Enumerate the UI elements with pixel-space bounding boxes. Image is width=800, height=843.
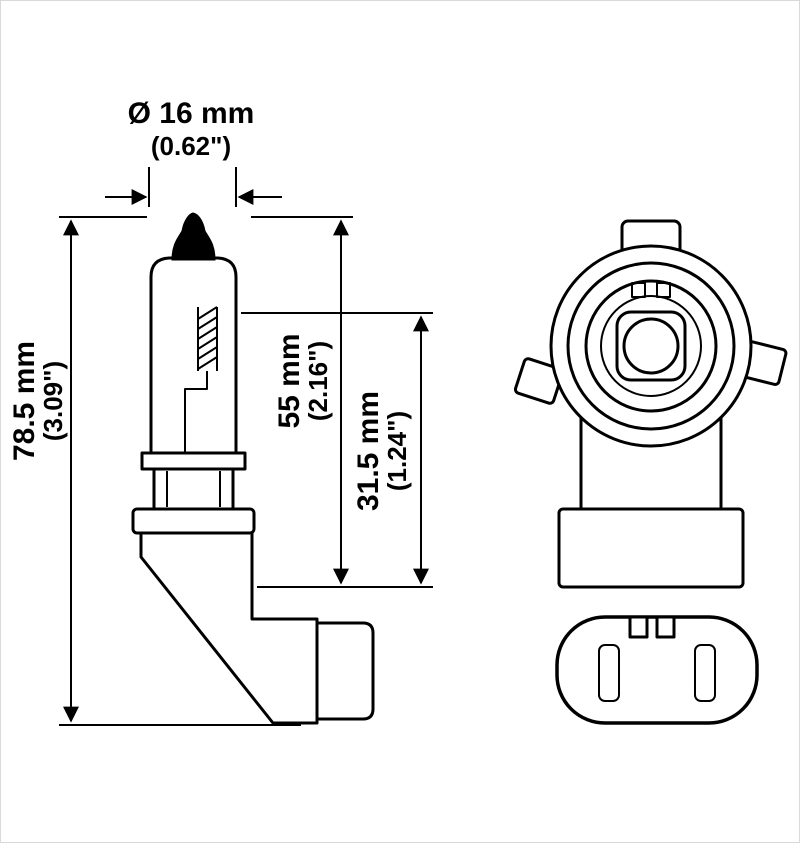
- connector-face-view: [555, 615, 759, 725]
- terminal-slot-left: [598, 644, 620, 702]
- glass-envelope: [149, 256, 238, 455]
- key-notch-left: [631, 282, 646, 298]
- glass-mm-label: 55 mm: [273, 333, 306, 428]
- base-wide-flange: [131, 507, 256, 535]
- base-body: [139, 531, 319, 725]
- diameter-mm-label: Ø 16 mm: [128, 97, 255, 130]
- left-tab: [513, 357, 565, 405]
- base-mm-label: 31.5 mm: [352, 391, 385, 511]
- ring-4: [600, 295, 702, 397]
- bulb-side-view: [131, 212, 375, 725]
- bulb-black-tip: [171, 212, 216, 261]
- overall-in-label: (3.09"): [38, 361, 68, 441]
- connector-index-tab-left: [628, 615, 649, 639]
- inner-bore: [622, 317, 680, 375]
- base-collar-body: [152, 467, 235, 511]
- base-collar-flange: [140, 451, 247, 471]
- bulb-front-view: [513, 219, 788, 589]
- terminal-slot-right: [694, 644, 716, 702]
- connector-index-tab-right: [655, 615, 676, 639]
- overall-mm-label: 78.5 mm: [8, 341, 41, 461]
- connector-stub: [315, 621, 375, 721]
- dimension-annotations: Ø 16 mm (0.62") 78.5 mm (3.09") 55 mm (2…: [8, 97, 433, 726]
- filament-coil: [197, 306, 218, 371]
- base-in-label: (1.24"): [382, 411, 412, 491]
- key-notch-right: [656, 282, 671, 298]
- glass-in-label: (2.16"): [303, 341, 333, 421]
- filament-lead-wire: [184, 371, 208, 453]
- front-lower-flange: [557, 507, 745, 589]
- diameter-in-label: (0.62"): [151, 131, 231, 161]
